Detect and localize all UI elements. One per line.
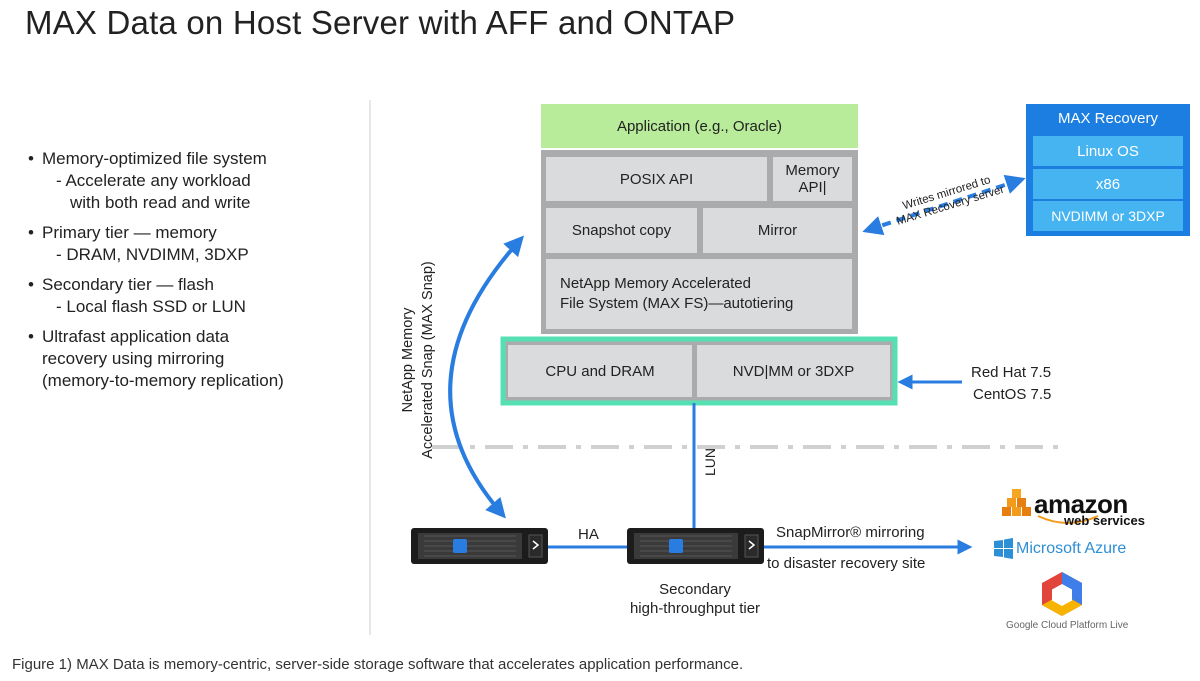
list-item: • Memory-optimized file system - Acceler… xyxy=(28,148,358,214)
nvdimm-box: NVD|MM or 3DXP xyxy=(697,345,890,397)
gcp-logo xyxy=(1042,572,1082,616)
aws-smile xyxy=(1037,515,1099,524)
bullet-main: Memory-optimized file system xyxy=(42,149,267,168)
bullet-cont: recovery using mirroring xyxy=(42,349,225,368)
storage-server-left xyxy=(411,528,548,564)
secondary-line1: Secondary xyxy=(659,581,731,598)
secondary-tier-label: Secondary high-throughput tier xyxy=(600,580,790,618)
bullet-main: Primary tier — memory xyxy=(42,223,217,242)
max-snap-arrow xyxy=(448,235,525,519)
aws-subtitle: web services xyxy=(1064,513,1145,528)
max-fs-line1: NetApp Memory Accelerated xyxy=(560,275,751,292)
recovery-item-x86: x86 xyxy=(1033,169,1183,199)
list-item: • Secondary tier — flash - Local flash S… xyxy=(28,274,358,318)
os-label-centos: CentOS 7.5 xyxy=(973,386,1052,403)
bullet-sub: - Local flash SSD or LUN xyxy=(56,297,246,316)
bullet-sub: - DRAM, NVDIMM, 3DXP xyxy=(56,245,249,264)
page-title: MAX Data on Host Server with AFF and ONT… xyxy=(25,4,736,41)
bullet-main: Secondary tier — flash xyxy=(42,275,214,294)
posix-api-box: POSIX API xyxy=(546,157,767,201)
storage-server-right xyxy=(627,528,764,564)
list-item: • Primary tier — memory - DRAM, NVDIMM, … xyxy=(28,222,358,266)
figure-caption: Figure 1) MAX Data is memory-centric, se… xyxy=(12,656,744,673)
recovery-header: MAX Recovery xyxy=(1057,109,1159,127)
max-fs-box: NetApp Memory Accelerated File System (M… xyxy=(546,259,852,329)
recovery-item-nvdimm: NVDIMM or 3DXP xyxy=(1033,201,1183,231)
secondary-line2: high-throughput tier xyxy=(629,600,761,617)
max-snap-label: NetApp Memory Accelerated Snap (MAX Snap… xyxy=(398,230,438,490)
snap-line2: Accelerated Snap (MAX Snap) xyxy=(420,261,436,459)
azure-logo xyxy=(994,538,1013,559)
mirror-box: Mirror xyxy=(703,208,852,253)
max-fs-line2: File System (MAX FS)—autotiering xyxy=(560,295,794,312)
cpu-dram-box: CPU and DRAM xyxy=(508,345,692,397)
bullet-sub: with both read and write xyxy=(70,193,251,212)
writes-mirrored-arrow xyxy=(862,174,1026,236)
bullet-main: Ultrafast application data xyxy=(42,327,230,346)
snapmirror-label: SnapMirror® mirroring xyxy=(776,524,925,541)
bullet-cont: (memory-to-memory replication) xyxy=(42,371,284,390)
snap-line1: NetApp Memory xyxy=(400,307,416,413)
disaster-recovery-label: to disaster recovery site xyxy=(767,555,926,572)
bullet-sub: - Accelerate any workload xyxy=(56,171,251,190)
memory-api-box: Memory API| xyxy=(773,157,852,201)
aws-wordmark: amazon xyxy=(1034,489,1128,519)
lun-label: LUN xyxy=(702,447,718,476)
snapshot-copy-box: Snapshot copy xyxy=(546,208,697,253)
os-label-redhat: Red Hat 7.5 xyxy=(971,364,1052,381)
application-box: Application (e.g., Oracle) xyxy=(541,104,858,148)
memory-api-line1: Memory xyxy=(785,162,840,179)
feature-list: • Memory-optimized file system - Acceler… xyxy=(28,148,358,400)
memory-api-line2: API| xyxy=(798,179,827,196)
azure-wordmark: Microsoft Azure xyxy=(1016,540,1127,557)
recovery-item-linux: Linux OS xyxy=(1033,136,1183,166)
ha-label: HA xyxy=(578,526,599,543)
aws-logo xyxy=(1002,489,1031,516)
list-item: • Ultrafast application data recovery us… xyxy=(28,326,358,392)
gcp-wordmark: Google Cloud Platform Live xyxy=(1006,620,1129,631)
